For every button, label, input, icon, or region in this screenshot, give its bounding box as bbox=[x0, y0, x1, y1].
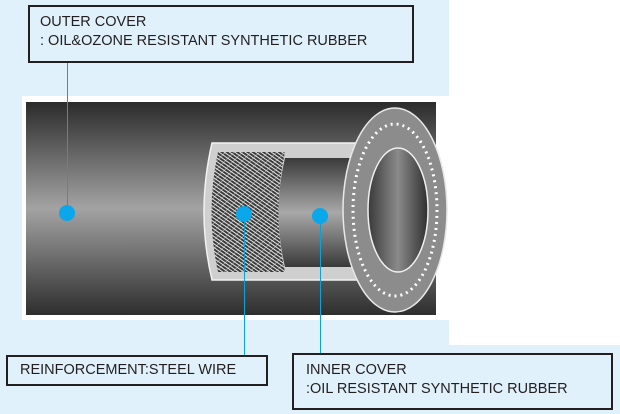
inner-cover-description: :OIL RESISTANT SYNTHETIC RUBBER bbox=[306, 381, 568, 397]
hose-bore bbox=[367, 147, 429, 273]
reinforcement-marker bbox=[236, 206, 252, 222]
outer-cover-title: OUTER COVER bbox=[40, 14, 147, 30]
inner-cover-leader-line bbox=[320, 216, 321, 354]
reinforcement-leader-line bbox=[244, 214, 245, 356]
wire-dots-ring bbox=[351, 122, 439, 298]
reinforcement-label: REINFORCEMENT:STEEL WIRE bbox=[6, 355, 268, 386]
outer-cover-marker bbox=[59, 205, 75, 221]
inner-cover-marker bbox=[312, 208, 328, 224]
inner-cover-label: INNER COVER :OIL RESISTANT SYNTHETIC RUB… bbox=[292, 353, 613, 410]
outer-cover-leader-line bbox=[67, 62, 68, 214]
outer-cover-description: : OIL&OZONE RESISTANT SYNTHETIC RUBBER bbox=[40, 33, 368, 49]
outer-cover-label: OUTER COVER : OIL&OZONE RESISTANT SYNTHE… bbox=[28, 5, 414, 63]
inner-cover-title: INNER COVER bbox=[306, 362, 407, 378]
reinforcement-title: REINFORCEMENT:STEEL WIRE bbox=[20, 362, 237, 378]
